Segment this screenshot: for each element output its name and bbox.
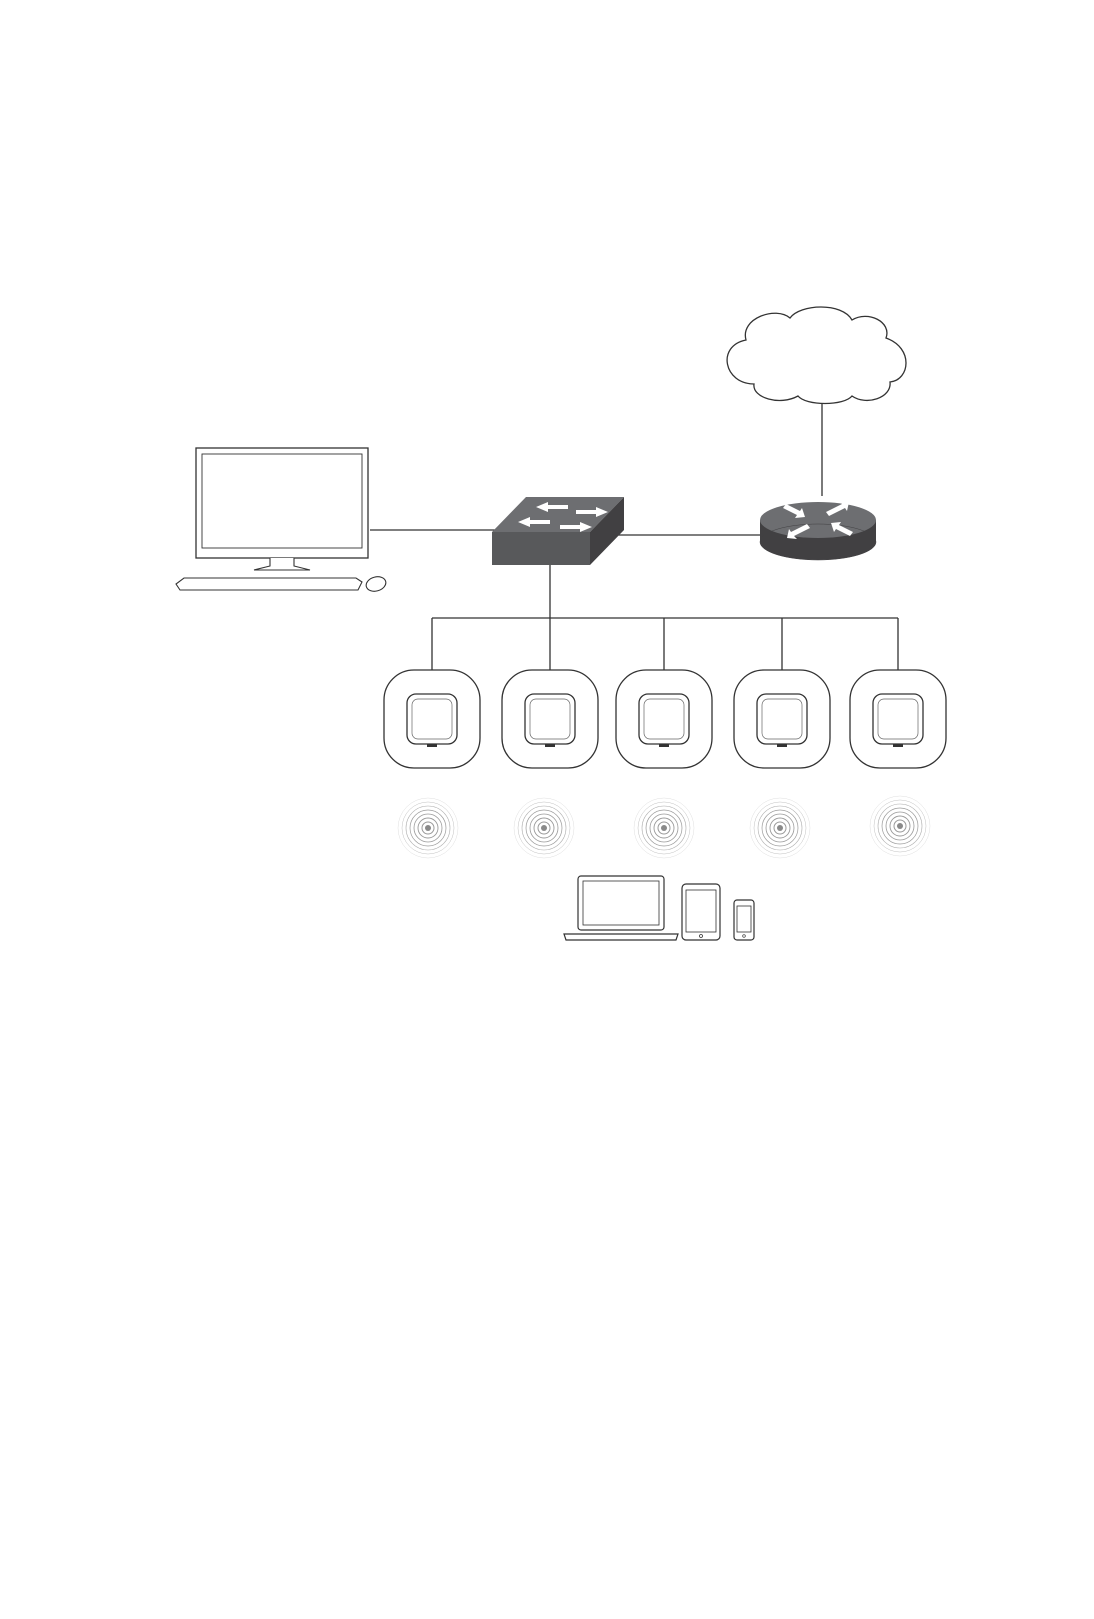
laptop-icon <box>564 876 678 940</box>
wifi-signal-icon <box>870 796 930 856</box>
access-point-1 <box>384 670 480 768</box>
switch-icon <box>492 497 624 565</box>
cloud-icon <box>727 307 906 404</box>
laptop-tablet-phone-icon <box>564 876 754 940</box>
desktop-computer-icon <box>176 448 387 593</box>
monitor-screen <box>202 454 362 548</box>
tablet-icon <box>682 884 720 940</box>
wireless-signals <box>398 796 930 858</box>
wifi-signal-icon <box>634 798 694 858</box>
mouse <box>365 575 388 594</box>
access-point-4 <box>734 670 830 768</box>
phone-icon <box>734 900 754 940</box>
wifi-signal-icon <box>750 798 810 858</box>
router-icon <box>760 501 876 560</box>
access-point-3 <box>616 670 712 768</box>
access-point-5 <box>850 670 946 768</box>
access-point-2 <box>502 670 598 768</box>
wifi-signal-icon <box>398 798 458 858</box>
keyboard <box>176 578 362 590</box>
access-points <box>384 670 946 768</box>
wifi-signal-icon <box>514 798 574 858</box>
monitor-stand <box>254 558 310 570</box>
